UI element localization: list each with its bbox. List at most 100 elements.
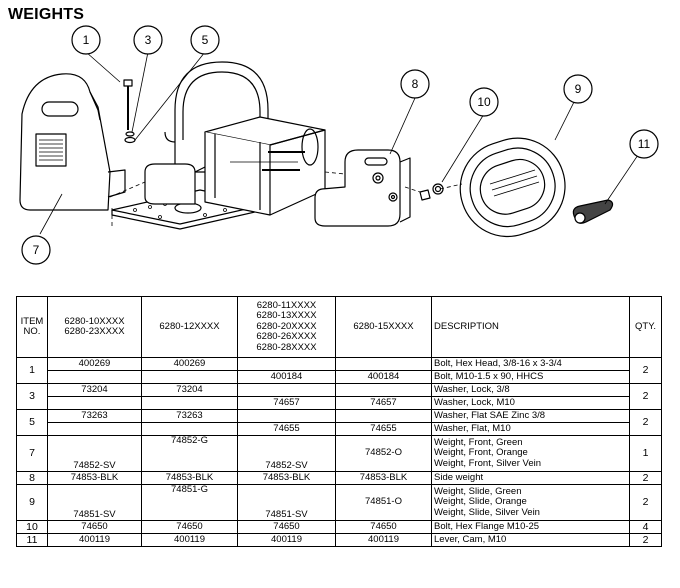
callout-label-3: 3 (145, 33, 152, 47)
description: Bolt, M10-1.5 x 90, HHCS (431, 370, 630, 384)
qty: 4 (629, 520, 662, 534)
item-no: 8 (16, 471, 48, 485)
item-no: 3 (16, 383, 48, 410)
front-weight (19, 73, 126, 211)
cell: 74650 (335, 520, 432, 534)
cell (47, 422, 142, 436)
table-row: 5 73263 73263 Washer, Flat SAE Zinc 3/8 … (16, 409, 662, 436)
cell: 74853-BLK (47, 471, 142, 485)
table-row: 11 400119 400119 400119 400119 Lever, Ca… (16, 533, 662, 547)
callout-1 (71, 25, 101, 55)
table-row: 9 74851-SV 74851-G 74851-SV 74851-O Weig… (16, 484, 662, 521)
item-no: 10 (16, 520, 48, 534)
qty: 1 (629, 435, 662, 472)
cell: 400119 (237, 533, 336, 547)
cell (47, 396, 142, 410)
header-col3: 6280-11XXXX 6280-13XXXX 6280-20XXXX 6280… (237, 296, 336, 358)
callout-7 (21, 235, 51, 265)
header-col2: 6280-12XXXX (141, 296, 238, 358)
cell: 73204 (141, 383, 238, 397)
slide-weight (459, 137, 566, 238)
qty: 2 (629, 471, 662, 485)
cell: 74852-SV (237, 435, 336, 472)
cell (335, 357, 432, 371)
description: Washer, Flat, M10 (431, 422, 630, 436)
description: Weight, Front, Green Weight, Front, Oran… (431, 435, 630, 472)
header-description: DESCRIPTION (431, 296, 630, 358)
cell: 74851-O (335, 484, 432, 521)
table-row: 1 400269 400269 Bolt, Hex Head, 3/8-16 x… (16, 357, 662, 384)
cell (335, 409, 432, 423)
cell (237, 357, 336, 371)
table-row: 7 74852-SV 74852-G 74852-SV 74852-O Weig… (16, 435, 662, 472)
cell: 74655 (237, 422, 336, 436)
item-no: 1 (16, 357, 48, 384)
callout-label-1: 1 (83, 33, 90, 47)
table-row: 74657 74657 Washer, Lock, M10 (17, 396, 662, 410)
callout-9 (563, 74, 593, 104)
cell (237, 383, 336, 397)
cell: 400269 (47, 357, 142, 371)
item-no: 11 (16, 533, 48, 547)
cell: 74851-G (141, 484, 238, 521)
description: Bolt, Hex Flange M10-25 (431, 520, 630, 534)
cam-lever (572, 199, 614, 224)
callout-8 (400, 69, 430, 99)
description: Washer, Lock, M10 (431, 396, 630, 410)
mounting-box (204, 116, 326, 216)
page-title: WEIGHTS (8, 6, 85, 23)
cell: 400119 (47, 533, 142, 547)
parts-table: ITEM NO. 6280-10XXXX 6280-23XXXX 6280-12… (16, 296, 662, 547)
table-header-row: ITEM NO. 6280-10XXXX 6280-23XXXX 6280-12… (16, 296, 662, 358)
cell: 74851-SV (47, 484, 142, 521)
cell (141, 422, 238, 436)
cell (335, 383, 432, 397)
item-no: 9 (16, 484, 48, 521)
table-row: 10 74650 74650 74650 74650 Bolt, Hex Fla… (16, 520, 662, 534)
description: Side weight (431, 471, 630, 485)
side-weight (314, 149, 411, 227)
callout-10 (469, 87, 499, 117)
table-row: 8 74853-BLK 74853-BLK 74853-BLK 74853-BL… (16, 471, 662, 485)
cell: 73204 (47, 383, 142, 397)
item-no: 5 (16, 409, 48, 436)
callout-3 (133, 25, 163, 55)
header-col1: 6280-10XXXX 6280-23XXXX (47, 296, 142, 358)
cell: 400269 (141, 357, 238, 371)
callout-label-10: 10 (477, 95, 491, 109)
cell (237, 409, 336, 423)
cell: 74853-BLK (141, 471, 238, 485)
item-no: 7 (16, 435, 48, 472)
description: Washer, Flat SAE Zinc 3/8 (431, 409, 630, 423)
left-side-block (144, 163, 206, 205)
cell (141, 370, 238, 384)
description: Washer, Lock, 3/8 (431, 383, 630, 397)
description: Weight, Slide, Green Weight, Slide, Oran… (431, 484, 630, 521)
qty: 2 (629, 409, 662, 436)
cell: 74851-SV (237, 484, 336, 521)
cell: 74655 (335, 422, 432, 436)
cell (141, 396, 238, 410)
cell: 400119 (335, 533, 432, 547)
qty: 2 (629, 484, 662, 521)
cell: 74657 (335, 396, 432, 410)
cell: 74650 (237, 520, 336, 534)
cell: 400184 (335, 370, 432, 384)
header-item-no: ITEM NO. (16, 296, 48, 358)
cell: 74650 (141, 520, 238, 534)
callout-label-8: 8 (412, 77, 419, 91)
cell: 400119 (141, 533, 238, 547)
callout-circles (21, 25, 659, 265)
description: Bolt, Hex Head, 3/8-16 x 3-3/4 (431, 357, 630, 371)
bolt-stack (123, 79, 136, 144)
cell: 74853-BLK (335, 471, 432, 485)
cell: 74852-SV (47, 435, 142, 472)
description: Lever, Cam, M10 (431, 533, 630, 547)
cell: 74657 (237, 396, 336, 410)
qty: 2 (629, 383, 662, 410)
cell: 74650 (47, 520, 142, 534)
cell: 74852-O (335, 435, 432, 472)
table-row: 400184 400184 Bolt, M10-1.5 x 90, HHCS (17, 370, 662, 384)
exploded-view-drawing: 1 3 5 7 8 10 9 11 (19, 25, 659, 265)
flange-bolt (419, 183, 444, 201)
